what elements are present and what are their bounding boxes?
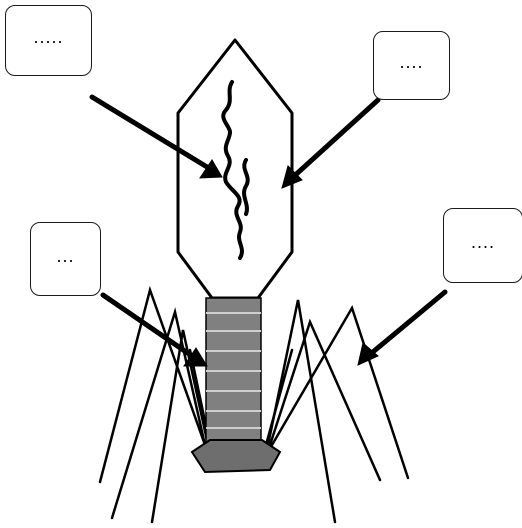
nucleic-acid-strand xyxy=(221,80,244,260)
arrowhead-middle-left-icon xyxy=(183,347,208,367)
label-text-middle-left: ... xyxy=(56,245,75,266)
tail-fiber-right-4 xyxy=(264,348,294,447)
tail-fiber-right-3 xyxy=(270,304,410,480)
nucleic-acid-strand-2 xyxy=(242,158,250,216)
tail-fiber-left-1 xyxy=(98,285,207,484)
label-box-middle-left[interactable]: ... xyxy=(30,222,101,296)
arrow-middle-right xyxy=(365,289,448,359)
arrow-top-left xyxy=(89,94,215,173)
tail-fibers xyxy=(98,285,410,524)
tail-fiber-left-3 xyxy=(150,329,210,524)
arrowhead-middle-right-icon xyxy=(357,342,379,366)
label-text-middle-right: .... xyxy=(470,232,495,252)
tail-fiber-right-2 xyxy=(268,318,382,482)
capsid-head xyxy=(176,38,294,300)
tail-sheath xyxy=(205,297,262,447)
tail-fiber-left-2 xyxy=(110,307,207,520)
label-box-top-left[interactable]: ..... xyxy=(5,5,92,76)
label-text-top-right: .... xyxy=(399,52,424,72)
arrow-top-right xyxy=(289,97,381,181)
label-box-top-right[interactable]: .... xyxy=(373,31,450,100)
arrowhead-top-right-icon xyxy=(281,165,303,189)
tail-fiber-right-1 xyxy=(266,299,337,524)
pointer-arrows xyxy=(89,94,448,367)
arrow-middle-left xyxy=(100,292,198,361)
label-box-middle-right[interactable]: .... xyxy=(443,208,522,283)
label-text-top-left: ..... xyxy=(33,27,64,47)
arrowhead-top-left-icon xyxy=(199,159,223,179)
base-plate xyxy=(190,439,282,474)
